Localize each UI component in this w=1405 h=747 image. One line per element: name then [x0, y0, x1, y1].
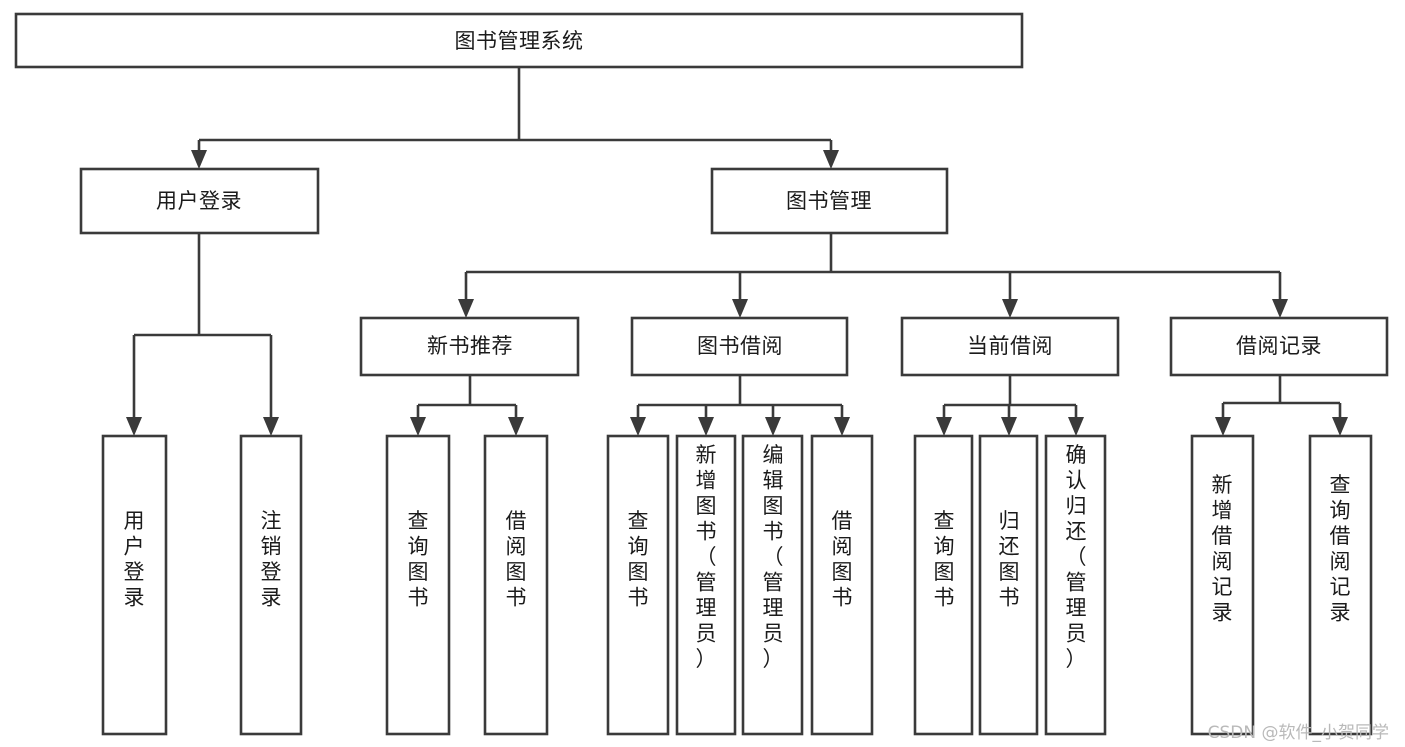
- leaf-add-book-label: 新增图书（管理员）: [696, 443, 717, 671]
- leaf-add-book[interactable]: 新增图书（管理员）: [675, 434, 737, 736]
- leaf-edit-book-label: 编辑图书（管理员）: [763, 443, 784, 671]
- leaf-confirm-return-box[interactable]: [1044, 434, 1107, 736]
- arrowhead-current-borrow: [1002, 299, 1018, 318]
- leaf-query-book-2[interactable]: 查询图书: [606, 434, 670, 736]
- leaf-add-book-box[interactable]: [675, 434, 737, 736]
- leaf-user-login-label: 用户登录: [124, 509, 145, 610]
- leaf-confirm-return-label: 确认归还（管理员）: [1066, 443, 1087, 671]
- arrowhead-book-borrow: [732, 299, 748, 318]
- arrowhead-leaf-confirm-return: [1068, 417, 1084, 436]
- leaf-query-record-label: 查询借阅记录: [1330, 473, 1351, 625]
- csdn-watermark: CSDN @软件_小贺同学: [1207, 723, 1389, 743]
- leaf-return-book-label: 归还图书: [999, 509, 1020, 610]
- node-book-management-label: 图书管理: [786, 189, 872, 213]
- node-book-borrow[interactable]: 图书借阅: [630, 316, 849, 377]
- arrowhead-user-login: [191, 150, 207, 169]
- arrowhead-leaf-query-book-2: [630, 417, 646, 436]
- node-root-box[interactable]: [14, 12, 1024, 69]
- leaf-add-record[interactable]: 新增借阅记录: [1190, 434, 1255, 736]
- leaf-query-record-box[interactable]: [1308, 434, 1373, 736]
- arrowhead-book-management: [823, 150, 839, 169]
- leaf-user-logout[interactable]: 注销登录: [239, 434, 303, 736]
- leaf-query-book-2-box[interactable]: [606, 434, 670, 736]
- leaf-query-book-3-label: 查询图书: [934, 509, 955, 610]
- arrowhead-leaf-user-logout: [263, 417, 279, 436]
- leaf-edit-book[interactable]: 编辑图书（管理员）: [741, 434, 804, 736]
- leaf-borrow-book-1-label: 借阅图书: [506, 509, 527, 610]
- leaf-query-record[interactable]: 查询借阅记录: [1308, 434, 1373, 736]
- leaf-query-book-1-label: 查询图书: [408, 509, 429, 610]
- leaf-return-book-box[interactable]: [978, 434, 1039, 736]
- arrowhead-new-book-recommend: [458, 299, 474, 318]
- arrowhead-leaf-return-book: [1001, 417, 1017, 436]
- node-book-management[interactable]: 图书管理: [710, 167, 949, 235]
- node-new-book-recommend[interactable]: 新书推荐: [359, 316, 580, 377]
- leaf-query-book-2-label: 查询图书: [628, 509, 649, 610]
- leaf-borrow-book-2-label: 借阅图书: [832, 509, 853, 610]
- arrowhead-leaf-user-login: [126, 417, 142, 436]
- node-book-borrow-box[interactable]: [630, 316, 849, 377]
- leaf-query-book-1-box[interactable]: [385, 434, 451, 736]
- leaf-user-logout-label: 注销登录: [261, 509, 282, 610]
- node-user-login-label: 用户登录: [156, 189, 242, 213]
- leaf-user-logout-box[interactable]: [239, 434, 303, 736]
- leaf-edit-book-box[interactable]: [741, 434, 804, 736]
- node-user-login[interactable]: 用户登录: [79, 167, 320, 235]
- node-root[interactable]: 图书管理系统: [14, 12, 1024, 69]
- leaf-return-book[interactable]: 归还图书: [978, 434, 1039, 736]
- arrowhead-leaf-add-book: [698, 417, 714, 436]
- leaf-query-book-3-box[interactable]: [913, 434, 974, 736]
- node-current-borrow-box[interactable]: [900, 316, 1120, 377]
- node-root-label: 图书管理系统: [455, 29, 584, 53]
- leaf-borrow-book-2[interactable]: 借阅图书: [810, 434, 874, 736]
- leaf-query-book-1[interactable]: 查询图书: [385, 434, 451, 736]
- leaf-query-book-3[interactable]: 查询图书: [913, 434, 974, 736]
- arrowhead-borrow-record: [1272, 299, 1288, 318]
- connector-layer: [126, 67, 1348, 436]
- node-new-book-recommend-box[interactable]: [359, 316, 580, 377]
- arrowhead-leaf-borrow-book-1: [508, 417, 524, 436]
- leaf-borrow-book-1-box[interactable]: [483, 434, 549, 736]
- leaf-borrow-book-1[interactable]: 借阅图书: [483, 434, 549, 736]
- leaf-add-record-box[interactable]: [1190, 434, 1255, 736]
- node-borrow-record[interactable]: 借阅记录: [1169, 316, 1389, 377]
- node-current-borrow-label: 当前借阅: [967, 334, 1053, 358]
- leaf-add-record-label: 新增借阅记录: [1212, 473, 1233, 625]
- node-borrow-record-label: 借阅记录: [1236, 334, 1322, 358]
- arrowhead-leaf-query-book-3: [936, 417, 952, 436]
- arrowhead-leaf-query-book-1: [410, 417, 426, 436]
- node-book-borrow-label: 图书借阅: [697, 334, 783, 358]
- leaf-confirm-return[interactable]: 确认归还（管理员）: [1044, 434, 1107, 736]
- arrowhead-leaf-borrow-book-2: [834, 417, 850, 436]
- node-current-borrow[interactable]: 当前借阅: [900, 316, 1120, 377]
- leaf-borrow-book-2-box[interactable]: [810, 434, 874, 736]
- node-book-management-box[interactable]: [710, 167, 949, 235]
- node-user-login-box[interactable]: [79, 167, 320, 235]
- arrowhead-leaf-query-record: [1332, 417, 1348, 436]
- leaf-user-login-box[interactable]: [101, 434, 168, 736]
- node-new-book-recommend-label: 新书推荐: [427, 334, 513, 358]
- leaf-user-login[interactable]: 用户登录: [101, 434, 168, 736]
- arrowhead-leaf-add-record: [1215, 417, 1231, 436]
- node-borrow-record-box[interactable]: [1169, 316, 1389, 377]
- arrowhead-leaf-edit-book: [765, 417, 781, 436]
